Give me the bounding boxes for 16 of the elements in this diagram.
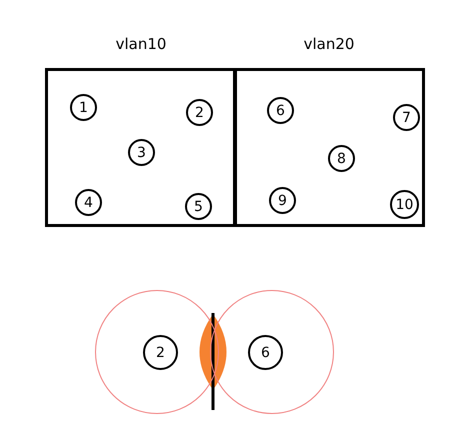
numbered-circle: 6 [248,335,283,370]
numbered-circle: 9 [269,187,296,214]
numbered-circle: 10 [390,190,419,219]
numbered-circle: 4 [75,189,102,216]
numbered-circle: 2 [186,99,213,126]
range-circle [95,290,219,414]
vlan-heading: vlan10 [116,35,166,53]
vlan-heading: vlan20 [304,35,354,53]
numbered-circle: 6 [267,97,294,124]
numbered-circle: 1 [70,94,97,121]
numbered-circle: 5 [185,193,212,220]
numbered-circle: 7 [393,104,420,131]
numbered-circle: 2 [143,335,178,370]
numbered-circle: 3 [128,139,155,166]
range-circle [210,290,334,414]
numbered-circle: 8 [328,145,355,172]
